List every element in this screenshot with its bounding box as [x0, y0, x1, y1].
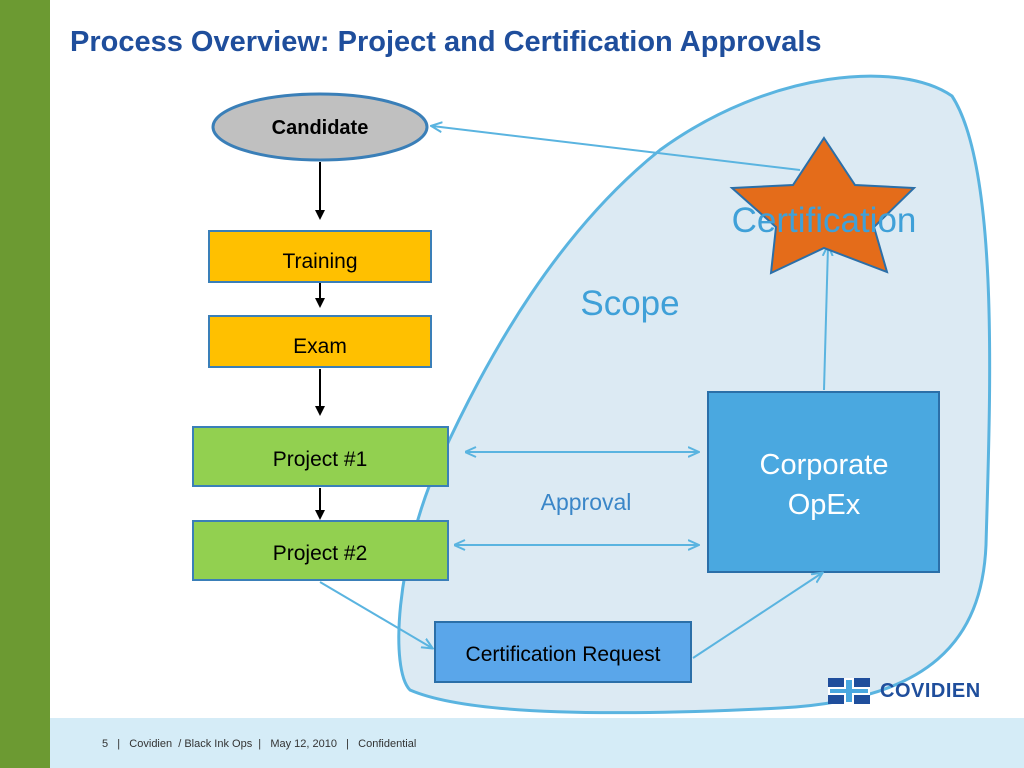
approval-label: Approval	[541, 489, 632, 515]
certification-label: Certification	[732, 201, 917, 240]
project2-node: Project #2	[192, 520, 449, 581]
scope-label: Scope	[580, 284, 679, 323]
certification-star-icon	[729, 136, 917, 275]
covidien-logo: COVIDIEN	[828, 678, 981, 704]
covidien-logo-word: COVIDIEN	[880, 679, 981, 702]
covidien-logo-icon	[828, 678, 870, 704]
page-title: Process Overview: Project and Certificat…	[70, 26, 822, 58]
footer-band	[50, 718, 1024, 768]
arrow-request-corporate	[692, 573, 822, 659]
arrow-project2-request	[319, 581, 432, 648]
exam-label: Exam	[293, 335, 347, 358]
training-label: Training	[282, 250, 357, 273]
exam-node: Exam	[208, 315, 432, 368]
project1-node: Project #1	[192, 426, 449, 487]
corporate-label-line2: OpEx	[788, 489, 861, 521]
left-accent-bar	[0, 0, 50, 768]
arrow-corporate-certification	[824, 246, 828, 391]
certification-request-label: Certification Request	[466, 643, 661, 666]
project1-label: Project #1	[273, 448, 368, 471]
footer-text: 5 | Covidien / Black Ink Ops | May 12, 2…	[102, 738, 417, 750]
training-node: Training	[208, 230, 432, 283]
candidate-node: Candidate	[211, 92, 429, 162]
arrow-certification-candidate	[432, 126, 801, 171]
project2-label: Project #2	[273, 542, 368, 565]
certification-request-node: Certification Request	[434, 621, 692, 683]
candidate-label: Candidate	[272, 117, 369, 139]
corporate-label-line1: Corporate	[760, 449, 889, 481]
corporate-opex-node: Corporate OpEx	[707, 391, 940, 573]
